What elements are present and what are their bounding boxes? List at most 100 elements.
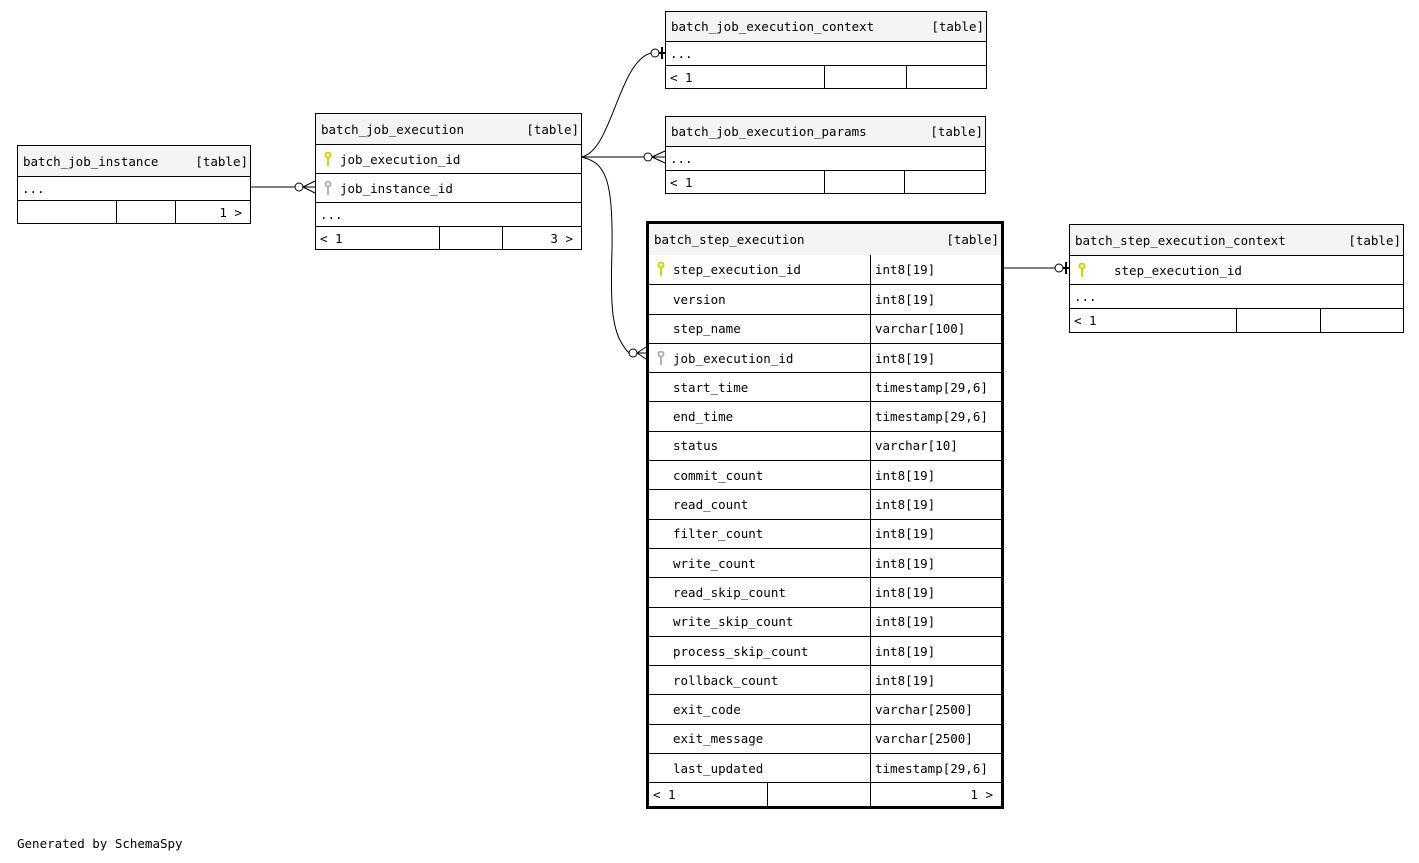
column-row[interactable]: last_updated timestamp[29,6] — [649, 753, 1001, 783]
table-batch-step-execution-context[interactable]: batch_step_execution_context[table] step… — [1069, 224, 1404, 333]
column-type: int8[19] — [870, 343, 1001, 373]
primary-key-icon — [1070, 262, 1094, 278]
table-footer: < 1 3 > — [316, 226, 581, 249]
children-count[interactable]: 1 > — [175, 201, 250, 223]
parents-count[interactable]: < 1 — [670, 69, 693, 85]
table-batch-step-execution[interactable]: batch_step_execution [table] step_executi… — [646, 221, 1004, 810]
table-name: batch_job_execution_params — [671, 124, 867, 139]
column-name-cell: commit_count — [649, 461, 870, 489]
column-row[interactable]: job_execution_id — [316, 144, 581, 173]
column-type: timestamp[29,6] — [870, 754, 1001, 783]
table-name: batch_job_execution_context — [671, 19, 875, 34]
column-name-cell: version — [649, 285, 870, 313]
column-type: int8[19] — [870, 255, 1001, 285]
more-columns: ... — [1074, 289, 1097, 304]
columns-count — [824, 66, 906, 88]
table-footer: < 1 — [1070, 308, 1403, 332]
children-count[interactable]: 1 > — [870, 783, 1001, 807]
column-name: step_execution_id — [673, 262, 801, 278]
column-name: rollback_count — [673, 672, 779, 688]
column-name-cell: write_count — [649, 549, 870, 577]
more-columns: ... — [670, 46, 693, 61]
table-header: batch_step_execution_context[table] — [1070, 225, 1403, 255]
column-name-cell: start_time — [649, 373, 870, 401]
generated-by-label: Generated by SchemaSpy — [17, 836, 183, 851]
column-name: job_execution_id — [673, 350, 794, 366]
more-columns: ... — [22, 181, 45, 196]
columns-count — [824, 171, 904, 193]
table-batch-job-instance[interactable]: batch_job_instance[table] ... 1 > — [17, 145, 251, 224]
column-type: int8[19] — [870, 285, 1001, 314]
relation-execution-context — [580, 52, 652, 158]
column-name-cell: exit_message — [649, 725, 870, 753]
column-type: int8[19] — [870, 578, 1001, 607]
parents-count[interactable] — [18, 201, 116, 223]
columns-count — [767, 783, 870, 807]
column-type: varchar[100] — [870, 314, 1001, 343]
column-name-cell: step_execution_id — [649, 255, 870, 284]
column-row[interactable]: end_time timestamp[29,6] — [649, 401, 1001, 431]
column-name: start_time — [673, 379, 749, 395]
table-footer: < 1 — [666, 65, 986, 88]
column-row[interactable]: read_skip_count int8[19] — [649, 577, 1001, 607]
column-name-cell: step_name — [649, 315, 870, 343]
column-name: read_count — [673, 497, 749, 513]
children-count — [1320, 309, 1403, 332]
column-name: exit_message — [673, 731, 764, 747]
column-type: timestamp[29,6] — [870, 402, 1001, 431]
table-tag: [table] — [930, 124, 983, 139]
table-batch-job-execution-params[interactable]: batch_job_execution_params [table] ... < … — [665, 116, 986, 194]
columns-count — [439, 227, 502, 249]
column-type: int8[19] — [870, 548, 1001, 578]
column-name: last_updated — [673, 760, 764, 776]
column-row[interactable]: step_execution_id — [1070, 255, 1403, 284]
table-footer: < 1 — [666, 170, 985, 193]
column-row[interactable]: job_instance_id — [316, 173, 581, 202]
columns-count — [116, 201, 175, 223]
column-row[interactable]: step_name varchar[100] — [649, 313, 1001, 343]
column-row[interactable]: rollback_count int8[19] — [649, 665, 1001, 695]
children-count[interactable]: 3 > — [502, 227, 581, 249]
column-name-cell: write_skip_count — [649, 608, 870, 636]
column-row[interactable]: job_execution_id int8[19] — [649, 342, 1001, 373]
column-name: end_time — [673, 409, 734, 425]
table-footer: 1 > — [18, 200, 250, 223]
table-header: batch_job_execution_params [table] — [666, 117, 985, 146]
parents-count[interactable]: < 1 — [1074, 313, 1097, 328]
table-batch-job-execution[interactable]: batch_job_execution[table] job_execution… — [315, 113, 582, 250]
relation-execution-step — [580, 156, 630, 354]
parents-count[interactable]: < 1 — [653, 787, 676, 803]
column-name-cell: rollback_count — [649, 666, 870, 694]
column-name: step_name — [673, 321, 741, 337]
foreign-key-icon — [316, 180, 340, 196]
parents-count[interactable]: < 1 — [320, 230, 343, 246]
parents-count[interactable]: < 1 — [670, 174, 693, 190]
column-name: process_skip_count — [673, 643, 809, 659]
table-batch-job-execution-context[interactable]: batch_job_execution_context[table] ... <… — [665, 11, 987, 89]
column-name: step_execution_id — [1114, 262, 1242, 278]
column-name: filter_count — [673, 526, 764, 542]
column-type: int8[19] — [870, 666, 1001, 695]
more-columns: ... — [670, 151, 693, 166]
column-name: read_skip_count — [673, 584, 786, 600]
column-name: exit_code — [673, 702, 741, 718]
column-name: status — [673, 438, 719, 454]
table-tag: [table] — [946, 232, 999, 247]
column-row[interactable]: step_execution_id int8[19] — [649, 255, 1001, 285]
table-name: batch_step_execution_context — [1075, 232, 1286, 248]
table-name: batch_job_instance — [23, 153, 159, 169]
column-name-cell: read_skip_count — [649, 578, 870, 606]
table-name: batch_step_execution — [654, 232, 805, 247]
